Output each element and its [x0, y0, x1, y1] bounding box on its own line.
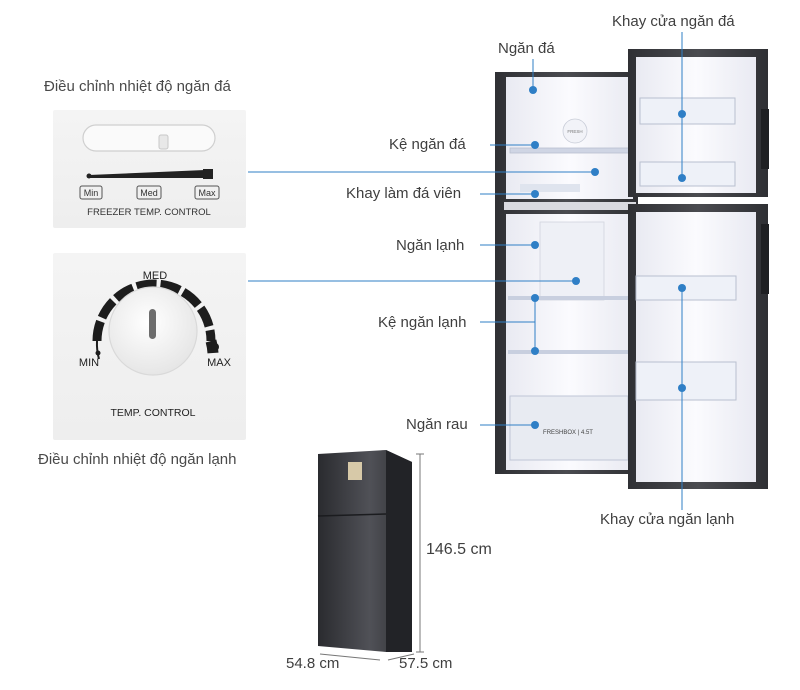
fridge-panel-title: TEMP. CONTROL	[111, 407, 196, 419]
callout-freezer-shelf: Kệ ngăn đá	[389, 136, 466, 153]
open-refrigerator: FRESHBOX | 4.5T FRESH	[495, 49, 769, 489]
freezer-panel-title: FREEZER TEMP. CONTROL	[87, 207, 211, 218]
dial-label-max: MAX	[207, 357, 232, 369]
dimension-depth: 57.5 cm	[399, 655, 453, 672]
dimension-width: 54.8 cm	[286, 655, 340, 672]
freezer-control-caption: Điều chỉnh nhiệt độ ngăn đá	[44, 78, 231, 95]
callout-ice-tray: Khay làm đá viên	[346, 185, 462, 202]
closed-refrigerator	[317, 450, 424, 661]
freezer-slider-graphic: Min Med Max FREEZER TEMP. CONTROL	[79, 124, 220, 218]
fresh-badge: FRESH	[567, 129, 582, 134]
dial-label-med: MED	[143, 270, 168, 282]
freezer-control-panel: Min Med Max FREEZER TEMP. CONTROL	[53, 110, 246, 228]
callout-fridge: Ngăn lạnh	[396, 237, 465, 254]
freezer-label-max: Max	[198, 188, 216, 198]
dial-label-min: MIN	[79, 357, 99, 369]
callout-fridge-shelf: Kệ ngăn lạnh	[378, 314, 467, 331]
fridge-control-panel: MED MIN MAX TEMP. CONTROL	[53, 253, 246, 440]
callout-freezer-door-tray: Khay cửa ngăn đá	[612, 13, 735, 30]
fridge-dial-graphic: MED MIN MAX TEMP. CONTROL	[79, 270, 232, 419]
callout-fridge-door-tray: Khay cửa ngăn lạnh	[600, 511, 735, 528]
dimension-height: 146.5 cm	[426, 541, 492, 558]
freezer-label-min: Min	[84, 188, 99, 198]
callout-freezer: Ngăn đá	[498, 40, 555, 57]
drawer-marking: FRESHBOX | 4.5T	[543, 430, 593, 436]
callout-vegetable-drawer: Ngăn rau	[406, 416, 468, 433]
fridge-control-caption: Điều chỉnh nhiệt độ ngăn lạnh	[38, 451, 237, 468]
freezer-label-med: Med	[140, 188, 158, 198]
